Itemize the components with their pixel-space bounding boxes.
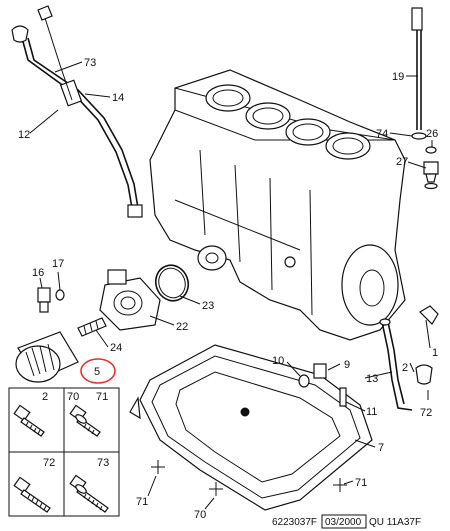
callout-26: 26 [426,128,438,140]
bolt-73-icon [69,474,109,513]
dipstick [37,5,73,101]
dipstick-tube [11,25,143,218]
callout-73-box: 73 [97,457,109,469]
fastener-panel [8,387,120,517]
oil-sump [129,344,373,511]
engine-block [149,69,406,341]
pressure-switch [37,287,65,313]
callout-16: 16 [32,267,44,279]
callout-2-box: 2 [42,391,48,403]
sump-bolt [339,387,347,407]
callout-11: 11 [366,406,377,418]
ground-marks [151,460,347,496]
callout-14: 14 [112,92,124,104]
footer-ref: 6223037F [272,517,317,528]
highlight-circle [80,358,116,384]
callout-2: 2 [402,362,408,374]
callout-10: 10 [272,355,284,367]
filter-stud [77,317,107,337]
callout-70-box: 70 [67,391,79,403]
callout-22: 22 [176,321,188,333]
callout-12: 12 [18,129,30,141]
callout-19: 19 [392,71,404,83]
callout-71-box: 71 [96,391,108,403]
right-dipstick [411,7,427,140]
bolt-2-icon [13,404,45,437]
callout-5: 5 [94,366,100,378]
callout-27: 27 [396,156,408,168]
leader-lines [29,61,433,510]
callout-74: 74 [376,128,388,140]
pickup-pipe [379,305,439,411]
callout-70: 70 [194,509,206,521]
callout-71-left: 71 [136,496,148,508]
callout-71-right: 71 [355,477,367,489]
callout-72-box: 72 [43,457,55,469]
footer-code: QU 11A37F [369,517,421,528]
oil-filter [15,331,79,383]
callout-7: 7 [378,442,384,454]
callout-23: 23 [202,300,214,312]
callout-17: 17 [52,258,64,270]
callout-1: 1 [432,347,438,359]
callout-73: 73 [84,57,96,69]
callout-13: 13 [366,373,378,385]
reference-footer: 6223037F 03/2000 QU 11A37F [272,514,421,529]
filter-housing [99,269,161,331]
drain-plug [298,363,327,388]
callout-9: 9 [344,359,350,371]
bolt-70-71-icon [69,404,101,437]
callout-labels: 2 70 71 72 73 12 73 14 19 74 26 27 16 17… [18,57,438,521]
callout-72: 72 [420,407,432,419]
o-ring [154,264,190,302]
footer-date: 03/2000 [325,517,362,528]
drain-plug-group [423,146,439,190]
callout-24: 24 [110,342,122,354]
bolt-72-icon [13,476,51,513]
